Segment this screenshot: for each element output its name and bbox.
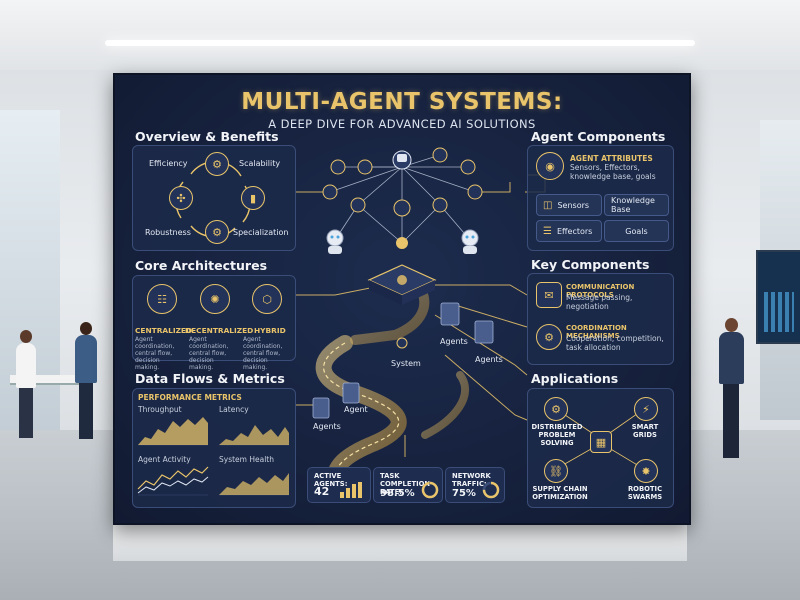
data-flow-road [315, 335, 407, 493]
effectors-button: ☰Effectors [536, 220, 602, 242]
label-agents-2: Agents [475, 355, 503, 364]
active-agents-stat: ACTIVE AGENTS: 42 [307, 467, 371, 503]
agent-activity-label: Agent Activity [138, 455, 191, 464]
distributed-label: DISTRIBUTED PROBLEM SOLVING [531, 423, 583, 447]
centralized-desc: Agent coordination, central flow, decisi… [135, 336, 175, 371]
central-hub [367, 264, 437, 305]
decentralized-desc: Agent coordination, central flow, decisi… [189, 336, 229, 371]
effectors-icon: ☰ [543, 225, 552, 237]
robotic-swarms-label: ROBOTIC SWARMS [627, 485, 663, 501]
sensors-icon: ◫ [543, 199, 553, 211]
agent-attributes-title: AGENT ATTRIBUTES [570, 154, 653, 163]
hybrid-icon: ⬡ [252, 284, 282, 314]
robustness-label: Robustness [145, 228, 191, 237]
centralized-label: CENTRALIZED [135, 326, 193, 335]
label-agents-3: Agents [313, 422, 341, 431]
agent-components-heading: Agent Components [531, 129, 666, 144]
scalability-label: Scalability [239, 159, 281, 168]
system-health-label: System Health [219, 455, 274, 464]
throughput-label: Throughput [138, 405, 182, 414]
hub-icon: ▦ [590, 431, 612, 453]
core-panel: ☷ ✺ ⬡ CENTRALIZED DECENTRALIZED HYBRID A… [132, 275, 296, 371]
efficiency-label: Efficiency [149, 159, 188, 168]
hybrid-label: HYBRID [254, 326, 286, 335]
robotic-swarms-icon: ✸ [634, 459, 658, 483]
communication-desc: Message passing, negotiation [566, 293, 633, 311]
network-traffic-ring [482, 481, 500, 499]
applications-panel: ⚙ ⚡ ▦ ⛓ ✸ DISTRIBUTED PROBLEM SOLVING SM… [527, 388, 674, 508]
board-stand [113, 521, 687, 561]
label-agents-1: Agents [440, 337, 468, 346]
network-diagram [295, 147, 546, 493]
coordination-icon: ⚙ [536, 324, 562, 350]
active-agents-value: 42 [314, 485, 330, 498]
smart-grids-label: SMART GRIDS [631, 423, 659, 439]
centralized-icon: ☷ [147, 284, 177, 314]
board-subtitle: A DEEP DIVE FOR ADVANCED AI SOLUTIONS [268, 117, 536, 131]
system-node [396, 337, 408, 349]
server-stacks [312, 302, 494, 419]
key-components-heading: Key Components [531, 257, 650, 272]
efficiency-icon: ⚙ [205, 152, 229, 176]
goals-button: Goals [604, 220, 669, 242]
ceiling [0, 0, 800, 70]
label-system: System [391, 359, 421, 368]
decentralized-label: DECENTRALIZED [185, 326, 254, 335]
coordination-title: COORDINATION MECHANISMS [566, 324, 627, 340]
supply-chain-icon: ⛓ [544, 459, 568, 483]
agent-components-panel: ◉ AGENT ATTRIBUTES Sensors, Effectors, k… [527, 145, 674, 251]
task-completion-stat: TASK COMPLETION RATE: 98.5% [373, 467, 443, 503]
smart-grids-icon: ⚡ [634, 397, 658, 421]
ceiling-light [105, 40, 695, 46]
network-traffic-label: NETWORK TRAFFIC: [452, 472, 491, 488]
metrics-sparklines [137, 417, 289, 496]
communication-icon: ✉ [536, 282, 562, 308]
agent-attributes-icon: ◉ [536, 152, 564, 180]
latency-label: Latency [219, 405, 249, 414]
supply-chain-label: SUPPLY CHAIN OPTIMIZATION [532, 485, 588, 501]
board-title: MULTI-AGENT SYSTEMS: [241, 89, 563, 115]
network-traffic-value: 75% [452, 488, 476, 499]
knowledge-base-button: Knowledge Base [604, 194, 669, 216]
communication-title: COMMUNICATION PROTOCOLS [566, 283, 635, 299]
dataflows-heading: Data Flows & Metrics [135, 371, 285, 386]
scalability-icon: ▮ [241, 186, 265, 210]
overview-panel: ⚙ ▮ ⚙ ✣ Efficiency Scalability Robustnes… [132, 145, 296, 251]
network-traffic-stat: NETWORK TRAFFIC: 75% [445, 467, 505, 503]
core-heading: Core Architectures [135, 258, 268, 273]
side-wall-screen [756, 250, 800, 344]
coordination-desc: Cooperation, competition, task allocatio… [566, 334, 664, 352]
overview-heading: Overview & Benefits [135, 129, 279, 144]
metrics-panel: PERFORMANCE METRICS Throughput Latency A… [132, 388, 296, 508]
task-completion-ring [421, 481, 439, 499]
hybrid-desc: Agent coordination, central flow, decisi… [243, 336, 283, 371]
label-agent: Agent [344, 405, 368, 414]
desk [10, 375, 90, 383]
decentralized-icon: ✺ [200, 284, 230, 314]
agent-attributes-desc: Sensors, Effectors, knowledge base, goal… [570, 163, 656, 181]
task-completion-label: TASK COMPLETION RATE: [380, 472, 431, 496]
top-network-nodes [322, 147, 483, 254]
metrics-panel-title: PERFORMANCE METRICS [138, 393, 242, 402]
infographic-board: MULTI-AGENT SYSTEMS: A DEEP DIVE FOR ADV… [113, 73, 691, 525]
applications-heading: Applications [531, 371, 619, 386]
specialization-icon: ⚙ [205, 220, 229, 244]
specialization-label: Specialization [233, 228, 289, 237]
distributed-problem-solving-icon: ⚙ [544, 397, 568, 421]
active-agents-label: ACTIVE AGENTS: [314, 472, 348, 488]
sensors-button: ◫Sensors [536, 194, 602, 216]
key-components-panel: ✉ COMMUNICATION PROTOCOLS Message passin… [527, 273, 674, 365]
robustness-icon: ✣ [169, 186, 193, 210]
active-agents-bars [340, 482, 362, 498]
task-completion-value: 98.5% [380, 488, 415, 499]
top-network-links [329, 154, 476, 244]
